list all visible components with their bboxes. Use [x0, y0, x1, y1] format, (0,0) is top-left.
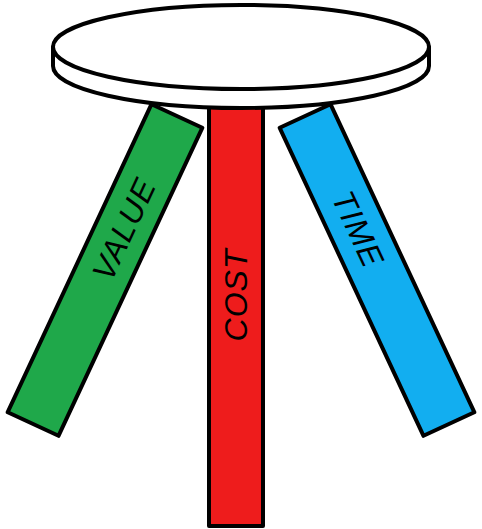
green-leg — [8, 104, 203, 436]
blue-leg — [280, 104, 475, 436]
leg-label: COST — [220, 249, 252, 342]
time-leg: TIME — [280, 104, 474, 436]
seat-top — [53, 5, 429, 89]
cost-leg: COST — [209, 100, 263, 526]
value-leg: VALUE — [8, 104, 202, 436]
leg-label: TIME — [326, 186, 389, 272]
leg-label: VALUE — [87, 173, 162, 285]
red-leg — [209, 100, 263, 526]
